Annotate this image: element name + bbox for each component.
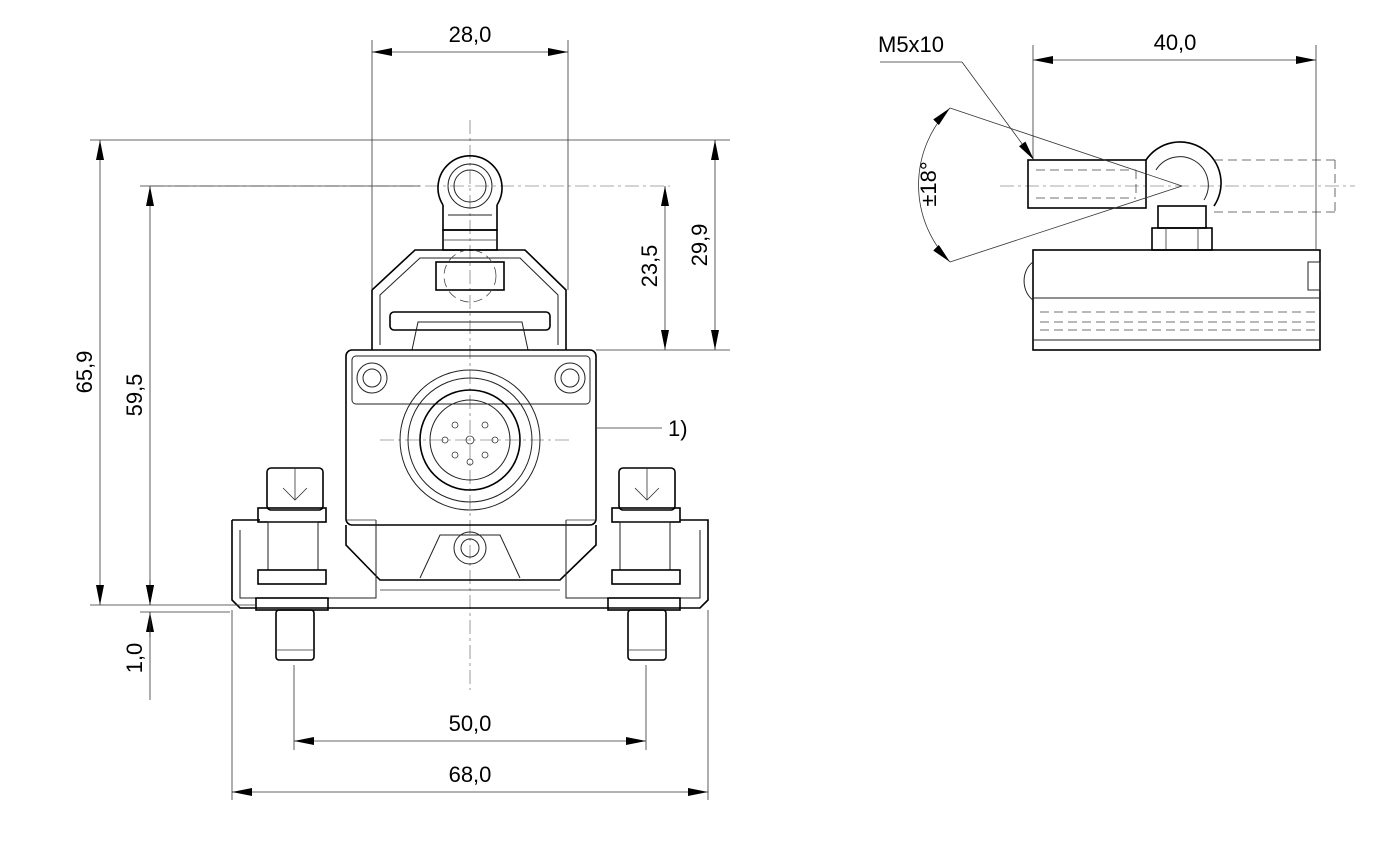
- connector-m12: [399, 369, 541, 511]
- dim-offset: 1,0: [122, 643, 147, 674]
- right-bolt: [607, 467, 681, 661]
- dim-hole-spacing: 50,0: [449, 711, 492, 736]
- dim-total-height: 65,9: [72, 351, 97, 394]
- callout-connector: 1): [668, 416, 688, 441]
- left-bolt: [255, 467, 329, 661]
- side-view: 40,0 M5x10 ±18°: [878, 30, 1355, 351]
- dim-side-length: 40,0: [1154, 30, 1197, 55]
- roller-side: [1145, 141, 1336, 251]
- dim-roller-to-body: 23,5: [637, 245, 662, 288]
- dim-total-width: 68,0: [449, 762, 492, 787]
- dim-top-width: 28,0: [449, 22, 492, 47]
- body-side: [1023, 249, 1321, 351]
- actuator-head: [371, 249, 567, 351]
- actuator-shaft: [1027, 159, 1147, 209]
- switch-body: [345, 349, 597, 526]
- extension-lines: [90, 40, 730, 800]
- dim-top-to-body: 29,9: [687, 224, 712, 267]
- dim-swivel-angle: ±18°: [916, 161, 941, 206]
- thread-spec: M5x10: [878, 32, 944, 57]
- front-view: 28,0 65,9 59,5 23,5 29,9 1,0 50,0 68,0 1…: [72, 22, 730, 800]
- dimension-lines: [96, 48, 719, 796]
- dim-height-to-roller: 59,5: [122, 374, 147, 417]
